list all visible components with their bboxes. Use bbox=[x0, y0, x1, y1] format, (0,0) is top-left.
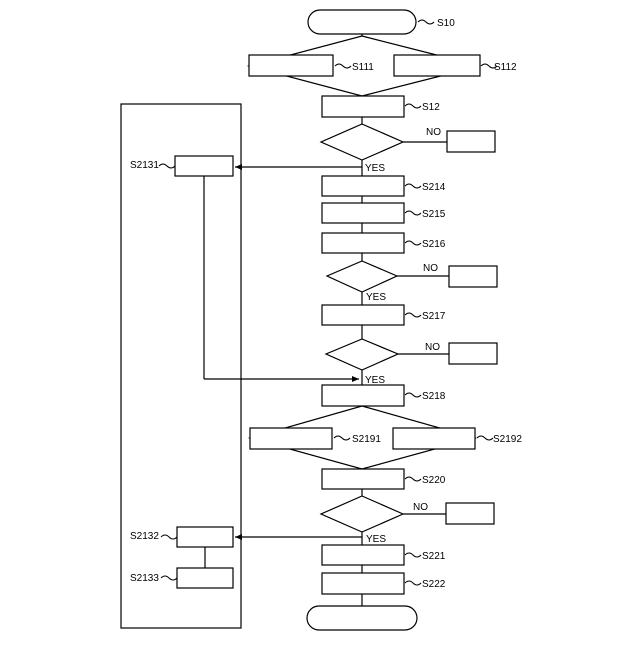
branch-yes-1: YES bbox=[365, 163, 385, 174]
label-leader bbox=[405, 477, 421, 481]
label-leader bbox=[418, 20, 434, 24]
label-s220: S220 bbox=[422, 475, 446, 486]
start-terminator bbox=[308, 10, 416, 34]
decision-2 bbox=[327, 261, 397, 292]
label-leader bbox=[405, 184, 421, 188]
process-s217 bbox=[322, 305, 404, 325]
process-s215 bbox=[322, 203, 404, 223]
process-s2131 bbox=[175, 156, 233, 176]
branch-yes-2: YES bbox=[366, 292, 386, 303]
process-s218 bbox=[322, 385, 404, 406]
label-s218: S218 bbox=[422, 391, 446, 402]
branch-yes-4: YES bbox=[366, 534, 386, 545]
label-s2191: S2191 bbox=[352, 434, 381, 445]
label-leader bbox=[405, 241, 421, 245]
label-s2132: S2132 bbox=[130, 531, 159, 542]
process-s2191 bbox=[250, 428, 332, 449]
label-s216: S216 bbox=[422, 239, 446, 250]
process-s222 bbox=[322, 573, 404, 594]
process-s221 bbox=[322, 545, 404, 565]
label-leader bbox=[405, 104, 421, 108]
process-s214 bbox=[322, 176, 404, 196]
label-leader bbox=[405, 553, 421, 557]
terminal-box-3 bbox=[449, 343, 497, 364]
terminal-box-4 bbox=[446, 503, 494, 524]
label-s222: S222 bbox=[422, 579, 446, 590]
branch-no-4: NO bbox=[413, 502, 428, 513]
end-terminator bbox=[307, 606, 417, 630]
label-leader bbox=[477, 436, 493, 440]
branch-no-2: NO bbox=[423, 263, 438, 274]
label-s112: S112 bbox=[494, 62, 517, 73]
process-s2192 bbox=[393, 428, 475, 449]
label-s215: S215 bbox=[422, 209, 446, 220]
label-s2131: S2131 bbox=[130, 160, 159, 171]
label-leader bbox=[405, 393, 421, 397]
label-s2133: S2133 bbox=[130, 573, 159, 584]
process-s2132 bbox=[177, 527, 233, 547]
label-s217: S217 bbox=[422, 311, 446, 322]
branch-no-1: NO bbox=[426, 127, 441, 138]
process-s220 bbox=[322, 469, 404, 489]
decision-1 bbox=[321, 124, 403, 160]
process-s112 bbox=[394, 55, 480, 76]
process-s2133 bbox=[177, 568, 233, 588]
label-leader bbox=[405, 581, 421, 585]
label-leader bbox=[405, 211, 421, 215]
process-s216 bbox=[322, 233, 404, 253]
branch-no-3: NO bbox=[425, 342, 440, 353]
branch-yes-3: YES bbox=[365, 375, 385, 386]
terminal-box-2 bbox=[449, 266, 497, 287]
label-s10: S10 bbox=[437, 18, 455, 29]
decision-3 bbox=[326, 339, 398, 370]
subroutine-container bbox=[121, 104, 241, 628]
label-s12: S12 bbox=[422, 102, 440, 113]
process-s12 bbox=[322, 96, 404, 117]
label-s221: S221 bbox=[422, 551, 446, 562]
process-s111 bbox=[249, 55, 333, 76]
label-leader bbox=[405, 313, 421, 317]
label-s2192: S2192 bbox=[493, 434, 522, 445]
terminal-box-1 bbox=[447, 131, 495, 152]
label-s214: S214 bbox=[422, 182, 446, 193]
decision-4 bbox=[321, 496, 403, 532]
label-s111: S111 bbox=[352, 62, 374, 73]
